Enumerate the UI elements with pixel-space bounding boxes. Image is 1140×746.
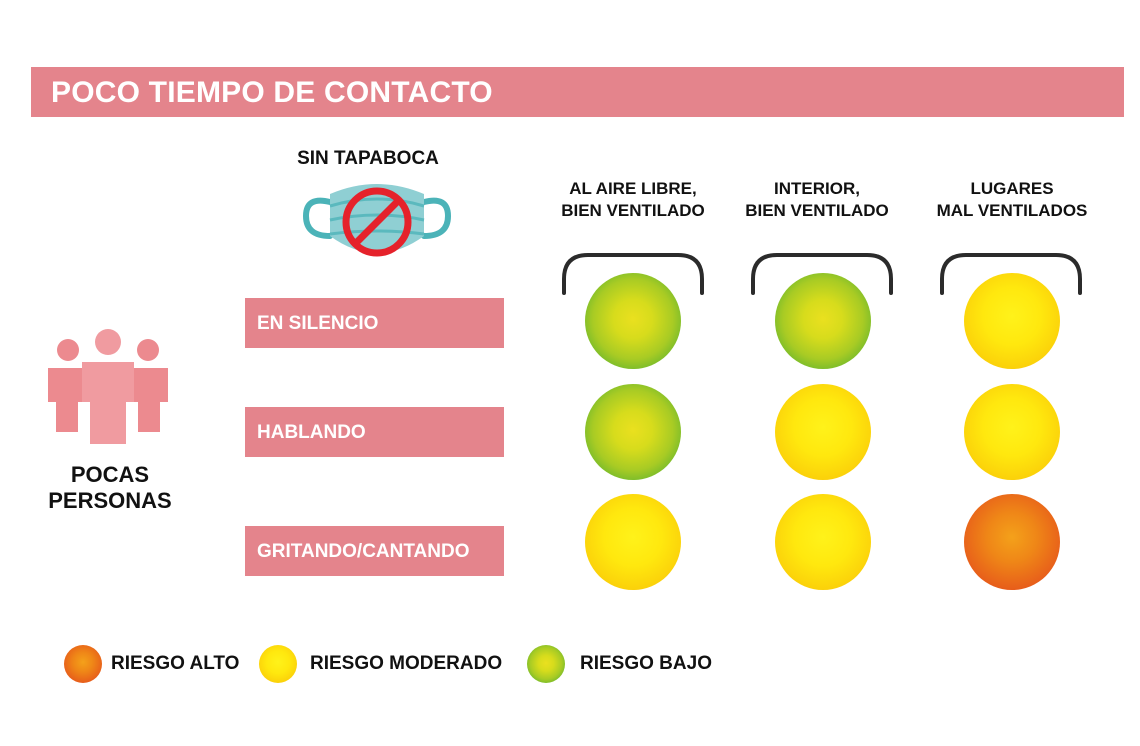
column-header-outdoor: AL AIRE LIBRE, BIEN VENTILADO xyxy=(523,178,743,222)
risk-circle-moderado xyxy=(964,384,1060,480)
group-people-icon xyxy=(48,329,168,444)
column-header-indoor: INTERIOR, BIEN VENTILADO xyxy=(707,178,927,222)
column-header-line: AL AIRE LIBRE, xyxy=(569,179,697,198)
legend-dot-high xyxy=(64,645,102,683)
mask-crossed-icon xyxy=(302,184,452,257)
risk-circle-moderado xyxy=(585,494,681,590)
legend-label-low: RIESGO BAJO xyxy=(580,653,712,674)
row-label-text: EN SILENCIO xyxy=(257,313,379,334)
legend-dot-moderate xyxy=(259,645,297,683)
legend-dot-low xyxy=(527,645,565,683)
legend-label-moderate: RIESGO MODERADO xyxy=(310,653,503,674)
row-label-text: HABLANDO xyxy=(257,422,366,443)
people-label-line: POCAS xyxy=(70,462,150,487)
risk-circle-moderado xyxy=(775,494,871,590)
row-label-shouting: GRITANDO/CANTANDO xyxy=(245,526,504,576)
people-label: POCAS PERSONAS xyxy=(30,462,190,514)
page-title: POCO TIEMPO DE CONTACTO xyxy=(51,76,493,109)
risk-circle-bajo xyxy=(775,273,871,369)
row-label-talking: HABLANDO xyxy=(245,407,504,457)
header-band: POCO TIEMPO DE CONTACTO xyxy=(31,67,1124,117)
legend-label-high: RIESGO ALTO xyxy=(111,653,240,674)
column-header-line: BIEN VENTILADO xyxy=(561,201,705,220)
column-bracket xyxy=(940,253,1082,295)
risk-circle-moderado xyxy=(964,273,1060,369)
column-bracket xyxy=(751,253,893,295)
row-label-silence: EN SILENCIO xyxy=(245,298,504,348)
column-header-poor-ventilation: LUGARES MAL VENTILADOS xyxy=(902,178,1122,222)
row-label-text: GRITANDO/CANTANDO xyxy=(257,541,470,562)
people-label-line: PERSONAS xyxy=(48,488,172,513)
mask-label: SIN TAPABOCA xyxy=(297,148,439,169)
column-header-line: BIEN VENTILADO xyxy=(745,201,889,220)
risk-circle-bajo xyxy=(585,273,681,369)
risk-circle-moderado xyxy=(775,384,871,480)
risk-circle-alto xyxy=(964,494,1060,590)
risk-circle-bajo xyxy=(585,384,681,480)
column-bracket xyxy=(562,253,704,295)
column-header-line: LUGARES xyxy=(970,179,1054,198)
column-header-line: MAL VENTILADOS xyxy=(936,201,1088,220)
column-header-line: INTERIOR, xyxy=(774,179,860,198)
